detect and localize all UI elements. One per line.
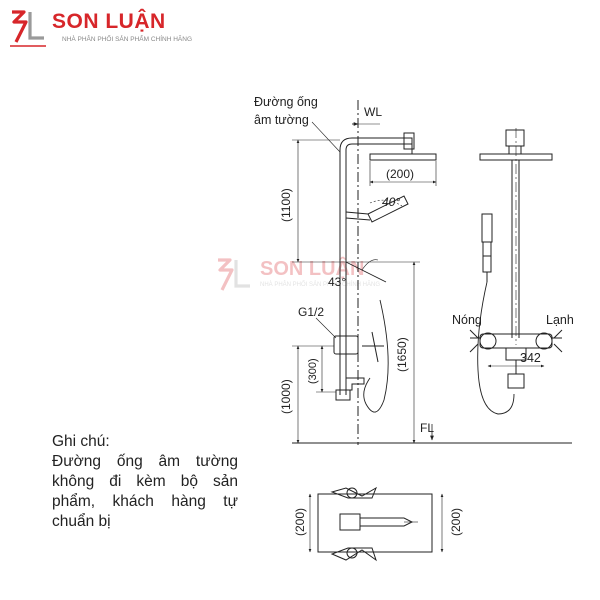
dim-300: (300) <box>307 358 319 384</box>
hand-shower-front <box>481 213 493 243</box>
angle-43-label: 43° <box>328 275 346 289</box>
brand-tagline: NHÀ PHÂN PHỐI SẢN PHẨM CHÍNH HÃNG <box>62 36 193 43</box>
top-dim-right: (200) <box>449 508 463 536</box>
g12-label: G1/2 <box>298 305 324 319</box>
fl-label: FL <box>420 421 434 435</box>
note-block: Ghi chú: Đường ống âm tường không đi kèm… <box>52 432 238 532</box>
note-body: Đường ống âm tường không đi kèm bộ sản p… <box>52 453 238 530</box>
wl-label: WL <box>364 105 382 119</box>
mixer-body-side <box>333 335 359 355</box>
hand-shower-side <box>367 195 409 223</box>
cold-label: Lạnh <box>546 313 574 327</box>
top-dim-left: (200) <box>293 508 307 536</box>
hose-side <box>363 299 389 413</box>
brand-name: SON LUẬN <box>52 10 166 33</box>
brand-logo: SON LUẬN NHÀ PHÂN PHỐI SẢN PHẨM CHÍNH HÃ… <box>8 8 198 52</box>
angle-40-label: 40° <box>382 195 400 209</box>
hot-label: Nóng <box>452 313 482 327</box>
note-title: Ghi chú: <box>52 433 110 450</box>
dim-1100: (1100) <box>279 188 293 222</box>
dim-1000: (1000) <box>279 379 293 414</box>
rain-shower-head-front <box>479 153 553 161</box>
tub-spout-side <box>345 377 365 391</box>
pipe-label-line1: Đường ống <box>254 95 318 109</box>
front-view <box>469 128 563 415</box>
head-width-dim: (200) <box>386 167 414 181</box>
top-view <box>308 486 444 562</box>
logo-mark-icon <box>10 10 46 47</box>
pipe-label-line2: âm tường <box>254 113 309 127</box>
dim-1650: (1650) <box>395 337 409 372</box>
rain-shower-head <box>369 153 437 161</box>
dim-342: 342 <box>520 351 541 365</box>
side-view <box>292 100 572 445</box>
